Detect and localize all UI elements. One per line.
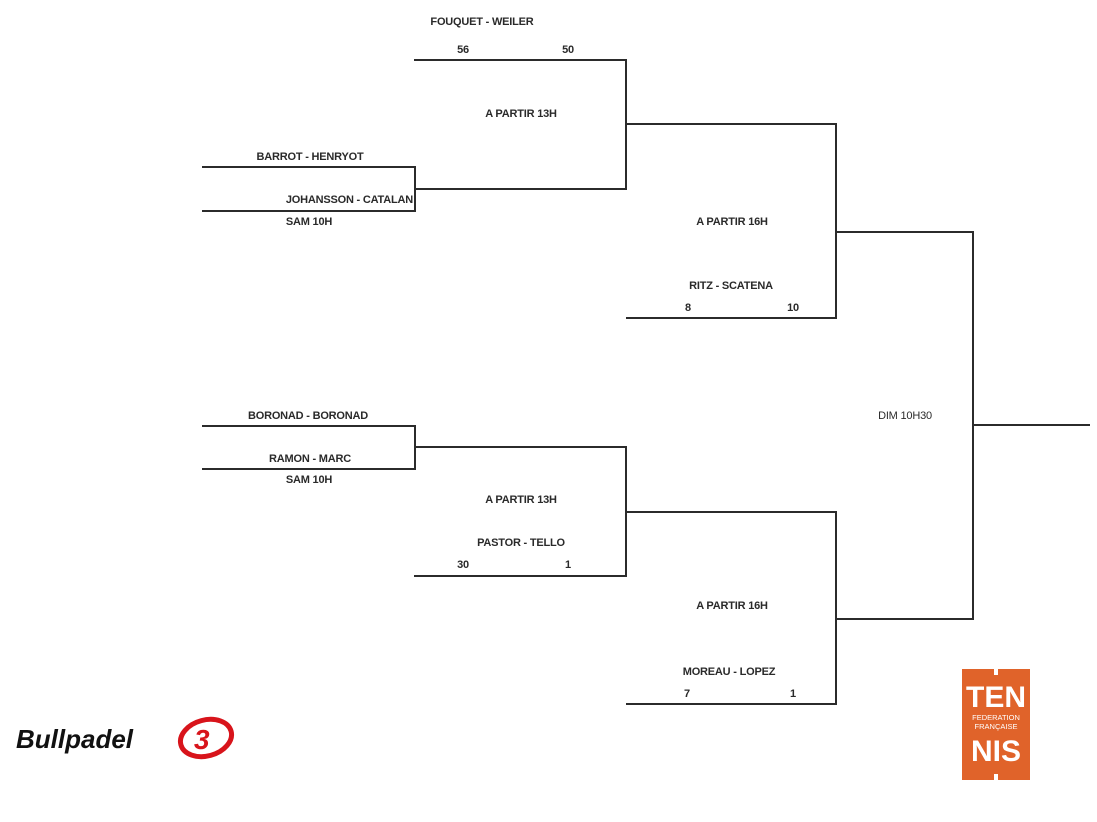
bracket-line-qf2-out xyxy=(414,446,627,448)
team-name: FOUQUET - WEILER xyxy=(430,16,534,28)
match-time: SAM 10H xyxy=(285,216,333,228)
bracket-line-sf1-join xyxy=(835,123,837,319)
fft-logo-graphic: TEN FEDERATION FRANÇAISE NIS xyxy=(962,669,1030,780)
team-name: JOHANSSON - CATALAN xyxy=(285,194,413,206)
final-time: DIM 10H30 xyxy=(878,410,932,422)
bullpadel-logo-graphic: Bullpadel 3 xyxy=(16,716,235,760)
team-name: MOREAU - LOPEZ xyxy=(682,666,776,678)
bullpadel-logo: Bullpadel 3 xyxy=(14,716,236,760)
bracket-line-qf1-team-b xyxy=(202,210,416,212)
bullpadel-swoosh-icon: 3 xyxy=(177,716,235,760)
bracket-line-sf1-seed xyxy=(626,317,837,319)
fft-text-federation: FEDERATION xyxy=(972,713,1020,722)
score: 56 xyxy=(457,44,469,56)
bracket-line-r8a-out xyxy=(625,123,837,125)
bracket-line-qf1-out xyxy=(414,188,627,190)
team-name: BORONAD - BORONAD xyxy=(247,410,369,422)
team-name: PASTOR - TELLO xyxy=(477,537,565,549)
team-name: RAMON - MARC xyxy=(269,453,351,465)
bracket-line-sf1-out xyxy=(835,231,974,233)
bracket-line-sf2-out xyxy=(835,618,974,620)
bracket-line-final-out xyxy=(972,424,1090,426)
bracket-line-qf1-team-a xyxy=(202,166,416,168)
score: 10 xyxy=(787,302,799,314)
score: 30 xyxy=(457,559,469,571)
bracket-line-sf2-seed xyxy=(626,703,837,705)
bracket-line-qf2-team-a xyxy=(202,425,416,427)
score: 7 xyxy=(684,688,690,700)
score: 1 xyxy=(565,559,571,571)
bracket-line-sf2-join xyxy=(835,511,837,705)
fft-text-francaise: FRANÇAISE xyxy=(975,722,1018,731)
team-name: RITZ - SCATENA xyxy=(689,280,773,292)
match-time: SAM 10H xyxy=(285,474,333,486)
score: 1 xyxy=(790,688,796,700)
bracket-line-r8b-out xyxy=(625,511,837,513)
bracket-line-qf2-team-b xyxy=(202,468,416,470)
match-time: A PARTIR 16H xyxy=(696,600,768,612)
fft-text-top: TEN xyxy=(966,681,1026,714)
fft-tennis-logo: TEN FEDERATION FRANÇAISE NIS xyxy=(962,669,1030,780)
match-time: A PARTIR 16H xyxy=(696,216,768,228)
fft-text-bottom: NIS xyxy=(971,735,1021,768)
bracket-line-r8b-seed xyxy=(414,575,627,577)
score: 50 xyxy=(562,44,574,56)
score: 8 xyxy=(685,302,691,314)
svg-text:3: 3 xyxy=(194,724,210,755)
match-time: A PARTIR 13H xyxy=(485,108,557,120)
team-name: BARROT - HENRYOT xyxy=(256,151,364,163)
bullpadel-wordmark: Bullpadel xyxy=(16,724,134,754)
match-time: A PARTIR 13H xyxy=(485,494,557,506)
bracket-line-r8a-seed xyxy=(414,59,627,61)
